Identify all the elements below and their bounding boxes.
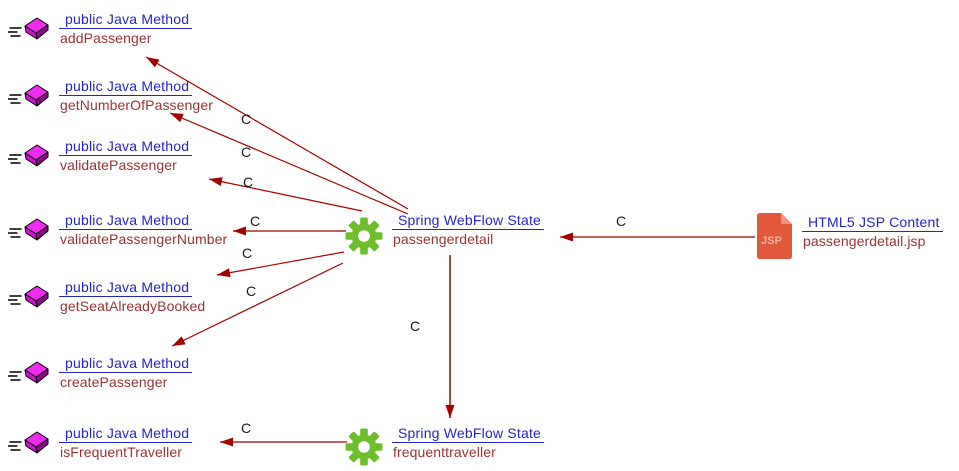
method-name: validatePassengerNumber [60, 231, 228, 247]
gear-icon [345, 217, 383, 255]
node-jsp-passengerdetail[interactable]: JSP HTML5 JSP Content passengerdetail.js… [756, 213, 943, 260]
edge-label: C [241, 111, 252, 127]
method-type-link[interactable]: public Java Method [59, 212, 193, 230]
method-type-link[interactable]: public Java Method [59, 355, 193, 373]
java-method-icon [8, 144, 49, 167]
java-method-icon [8, 17, 49, 40]
method-type-link[interactable]: public Java Method [59, 279, 193, 297]
state-name: frequenttraveller [393, 444, 496, 460]
edge-label: C [241, 144, 252, 160]
edge-passengerdetail-addpassenger [145, 56, 409, 210]
node-method-validatepassenger[interactable]: public Java Method validatePassenger [8, 138, 193, 174]
edge-label: C [250, 213, 261, 229]
edge-label: C [242, 245, 253, 261]
java-method-icon [8, 285, 49, 308]
gear-icon [345, 428, 383, 466]
method-type-link[interactable]: public Java Method [59, 78, 193, 96]
method-name: validatePassenger [60, 157, 177, 173]
node-state-passengerdetail[interactable]: Spring WebFlow State passengerdetail [345, 212, 545, 255]
jsp-type-link[interactable]: HTML5 JSP Content [802, 214, 943, 232]
edge-label: C [243, 174, 254, 190]
state-type-link[interactable]: Spring WebFlow State [392, 425, 545, 443]
java-method-icon [8, 361, 49, 384]
edge-passengerdetail-getnumberofpassenger [169, 112, 409, 215]
method-type-link[interactable]: public Java Method [59, 138, 193, 156]
jsp-name: passengerdetail.jsp [803, 233, 926, 249]
state-type-link[interactable]: Spring WebFlow State [392, 212, 545, 230]
java-method-icon [8, 431, 49, 454]
edge-label: C [241, 420, 252, 436]
edge-label: C [246, 283, 257, 299]
node-method-validatepassengernumber[interactable]: public Java Method validatePassengerNumb… [8, 212, 227, 248]
node-method-addpassenger[interactable]: public Java Method addPassenger [8, 11, 193, 47]
edge-passengerdetail-getseatalreadybooked [216, 251, 345, 278]
method-type-link[interactable]: public Java Method [59, 425, 193, 443]
method-name: getSeatAlreadyBooked [60, 298, 206, 314]
state-name: passengerdetail [393, 231, 494, 247]
jsp-icon-text: JSP [761, 235, 782, 247]
node-method-createpassenger[interactable]: public Java Method createPassenger [8, 355, 193, 391]
node-method-getseatalreadybooked[interactable]: public Java Method getSeatAlreadyBooked [8, 279, 205, 315]
java-method-icon [8, 218, 49, 241]
method-name: getNumberOfPassenger [60, 97, 213, 113]
edge-passengerdetail-validatepassenger [208, 177, 363, 212]
java-method-icon [8, 84, 49, 107]
method-name: isFrequentTraveller [60, 444, 182, 460]
edge-passengerdetail-createpassenger [171, 262, 344, 347]
edge-label: C [410, 318, 421, 334]
edge-label: C [616, 213, 627, 229]
method-name: addPassenger [60, 30, 152, 46]
method-type-link[interactable]: public Java Method [59, 11, 193, 29]
node-state-frequenttraveller[interactable]: Spring WebFlow State frequenttraveller [345, 425, 545, 466]
method-name: createPassenger [60, 374, 168, 390]
jsp-file-icon: JSP [757, 213, 792, 259]
node-method-getnumberofpassenger[interactable]: public Java Method getNumberOfPassenger [8, 78, 213, 114]
node-method-isfrequenttraveller[interactable]: public Java Method isFrequentTraveller [8, 425, 193, 461]
